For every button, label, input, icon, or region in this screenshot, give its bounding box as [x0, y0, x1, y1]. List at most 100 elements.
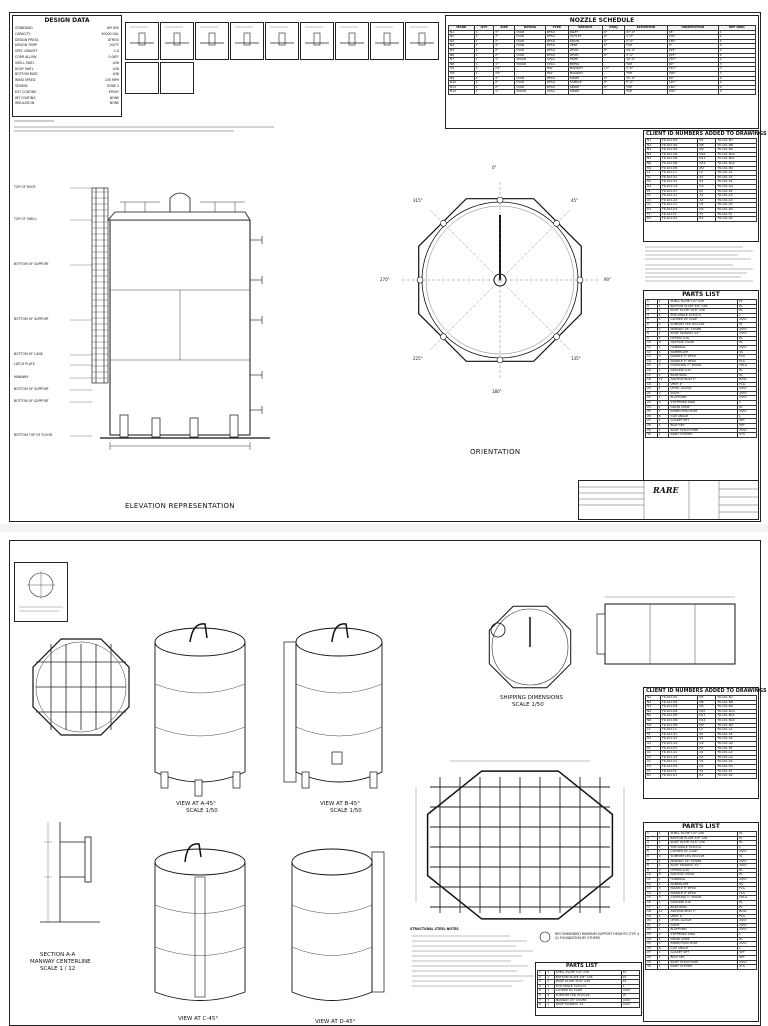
detail-sketch [125, 62, 159, 94]
detail-sketch-art [340, 26, 364, 46]
shipping-side-view [596, 596, 736, 665]
title-block-grid [579, 481, 758, 519]
elevation-label: BOTTOM OF SUPPORT [14, 387, 49, 391]
orientation-ray [499, 209, 571, 281]
detail-sketch-art [305, 26, 329, 46]
design-label: CAPACITY [15, 31, 31, 36]
design-value: A36 [112, 60, 119, 65]
table-cell: TK-101-R1 [659, 216, 699, 222]
table-cell: N12 [448, 89, 475, 95]
sheet-border [9, 12, 761, 522]
title-block: RARE [578, 480, 759, 520]
design-data-row: INSULATION NONE [15, 101, 119, 107]
elevation-label: BOTTOM OF CAGE [14, 352, 43, 356]
orientation-angle-label: 0° [492, 165, 497, 170]
design-value: 130 MPH [104, 78, 119, 83]
orientation-angle-label: 225° [413, 356, 423, 361]
shipping-title: SHIPPING DIMENSIONS [500, 695, 563, 701]
small-parts-title: PARTS LIST [566, 963, 598, 969]
tank-roof [107, 211, 251, 221]
design-label: SHELL MATL [15, 60, 35, 65]
design-value: NONE [109, 95, 119, 100]
detail-sketch [125, 22, 159, 60]
design-value: API 650 [106, 26, 119, 30]
elevation-label: BOTTOM OF SUPPORT [14, 317, 49, 321]
orientation-nozzle-mark [416, 276, 424, 284]
detail-sketch [230, 22, 264, 60]
table-cell: SPARE [567, 89, 603, 95]
detail-sketch-art [375, 26, 399, 46]
detail-sketch-art [410, 26, 434, 46]
iso-view-a [154, 623, 246, 797]
detail-sketch-art [165, 26, 189, 46]
table-cell: CPLG [544, 89, 569, 95]
table-cell: 30 [645, 432, 658, 438]
elevation-label: BOTTOM TOP OF FLOOR [14, 433, 53, 437]
orientation-ray [429, 279, 501, 351]
elevation-title: ELEVATION REPRESENTATION [125, 502, 235, 510]
design-label: INSULATION [15, 101, 35, 106]
iso-d-ladder [371, 851, 385, 993]
table-cell: PAINT SYSTEM [668, 964, 739, 970]
structural-notes: STRUCTURAL STEEL NOTES [410, 927, 540, 992]
foundation-note: RECOMMENDED MINIMUM SUPPORT HEIGHTS (TYP… [555, 932, 640, 940]
parts-list-title: PARTS LIST [682, 291, 720, 298]
detail-sketch [300, 22, 334, 60]
orientation-nozzle-mark [440, 333, 447, 340]
elevation-label: TOP OF SHELL [14, 217, 37, 221]
detail-sketch [160, 62, 194, 94]
table-cell: PAINT SYSTEM [668, 432, 739, 438]
orientation-key-box [14, 562, 68, 622]
roof-framing-plan-small [32, 638, 130, 736]
view-c-title: VIEW AT C-45° [178, 1016, 219, 1022]
view-d-title: VIEW AT D-45° [315, 1019, 356, 1025]
table-cell: 1 [656, 964, 670, 970]
design-value: NONE [109, 101, 119, 106]
design-label: CORR ALLOW [15, 54, 37, 59]
design-label: EXT COATING [15, 89, 37, 94]
roof-framing-plan-large [415, 760, 625, 920]
drawing-sheet-2: SECTION A-A MANWAY CENTERLINE SCALE 1 / … [0, 532, 768, 1026]
ladder-cage [91, 187, 109, 384]
table-cell: R1 [645, 216, 661, 222]
tag-notes [645, 246, 753, 282]
detail-sketch-art [235, 26, 259, 46]
orientation-angle-label: 90° [604, 277, 612, 282]
design-data-row: SHELL MATL A36 [15, 61, 119, 67]
parts-list-title-2: PARTS LIST [682, 823, 720, 830]
orientation-nozzle-mark [440, 220, 447, 227]
orientation-angle-label: 270° [380, 277, 390, 282]
detail-sketch [370, 22, 404, 60]
section-scale: SCALE 1 / 12 [40, 966, 76, 972]
design-label: BOTTOM MATL [15, 72, 39, 77]
structural-notes-title: STRUCTURAL STEEL NOTES [410, 927, 459, 931]
design-value: 1.0 [113, 49, 119, 54]
iso-view-c [154, 843, 246, 1001]
view-a-scale: SCALE 1/50 [186, 808, 218, 814]
orientation-ray [499, 279, 571, 351]
table-cell: SYS [737, 964, 757, 970]
view-b-title: VIEW AT B-45° [320, 801, 360, 807]
table-cell: TK-101-R2 [715, 773, 757, 779]
orientation-nozzle-mark [576, 276, 584, 284]
design-value: ATMOS [107, 37, 119, 42]
design-value: A36 [112, 72, 119, 77]
